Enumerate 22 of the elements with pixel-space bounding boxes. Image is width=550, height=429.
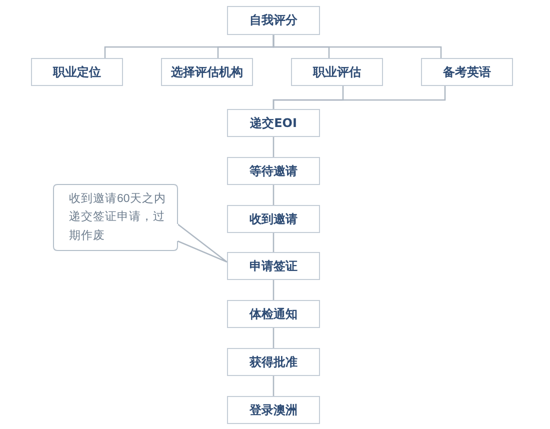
connector-line <box>272 280 274 300</box>
process-box: 职业评估 <box>291 58 383 86</box>
process-box: 选择评估机构 <box>161 58 253 86</box>
process-box: 自我评分 <box>227 6 320 35</box>
process-box: 体检通知 <box>227 300 320 328</box>
connector-line <box>272 137 274 157</box>
process-box: 等待邀请 <box>227 157 320 185</box>
process-box: 收到邀请 <box>227 205 320 233</box>
callout-tail <box>176 223 228 263</box>
process-box: 职业定位 <box>31 58 123 86</box>
connector-line <box>272 185 274 205</box>
speech-bubble: 收到邀请60天之内递交签证申请，过期作废 <box>53 184 178 251</box>
process-box: 备考英语 <box>421 58 513 86</box>
process-box: 登录澳洲 <box>227 396 320 424</box>
connector-line <box>272 35 442 58</box>
connector-line <box>272 328 274 348</box>
connector-line <box>272 233 274 252</box>
process-box: 申请签证 <box>227 252 320 280</box>
process-box: 递交EOI <box>227 109 320 137</box>
connector-line <box>272 376 274 396</box>
connector-line <box>272 86 446 109</box>
process-box: 获得批准 <box>227 348 320 376</box>
